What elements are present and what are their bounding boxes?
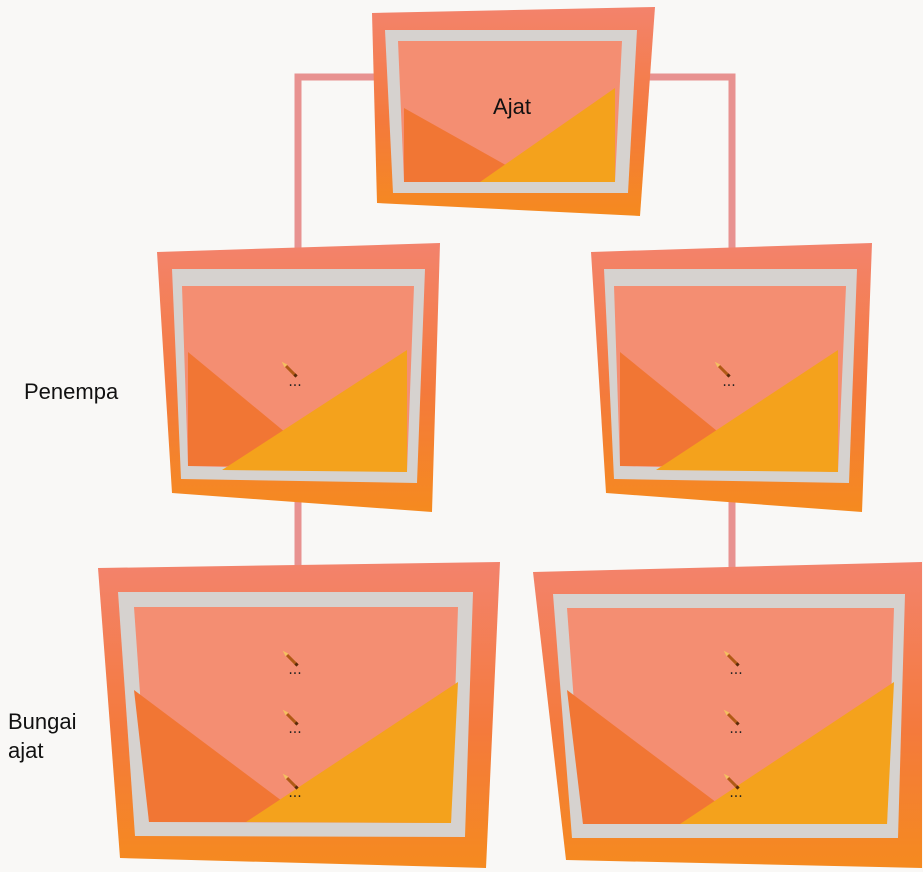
node-level1-right[interactable]: ... <box>591 243 872 512</box>
node-level2-left[interactable]: ... ... ... <box>98 562 500 868</box>
node-level2-left-placeholder-1: ... <box>288 662 301 678</box>
node-root-label: Ajat <box>493 94 531 119</box>
node-level2-right-placeholder-2: ... <box>729 721 742 737</box>
row-label-level2-line2: ajat <box>8 737 44 763</box>
node-level1-left-placeholder: ... <box>288 374 301 390</box>
connector-lines <box>294 73 736 568</box>
node-level2-right[interactable]: ... ... ... <box>533 562 922 868</box>
node-level2-right-placeholder-1: ... <box>729 662 742 678</box>
node-level1-left[interactable]: ... <box>157 243 440 512</box>
node-level1-right-placeholder: ... <box>722 374 735 390</box>
row-label-level2: Bungai ajat <box>8 708 77 765</box>
row-label-level1: Penempa <box>24 379 119 404</box>
connector-root-left <box>294 73 377 252</box>
connector-root-right <box>648 73 736 252</box>
node-level2-right-placeholder-3: ... <box>729 785 742 801</box>
node-level2-left-placeholder-3: ... <box>288 785 301 801</box>
node-root[interactable]: Ajat <box>372 7 655 216</box>
row-label-level2-line1: Bungai <box>8 709 77 734</box>
node-level2-left-placeholder-2: ... <box>288 721 301 737</box>
pen-nib-icon <box>281 361 298 378</box>
